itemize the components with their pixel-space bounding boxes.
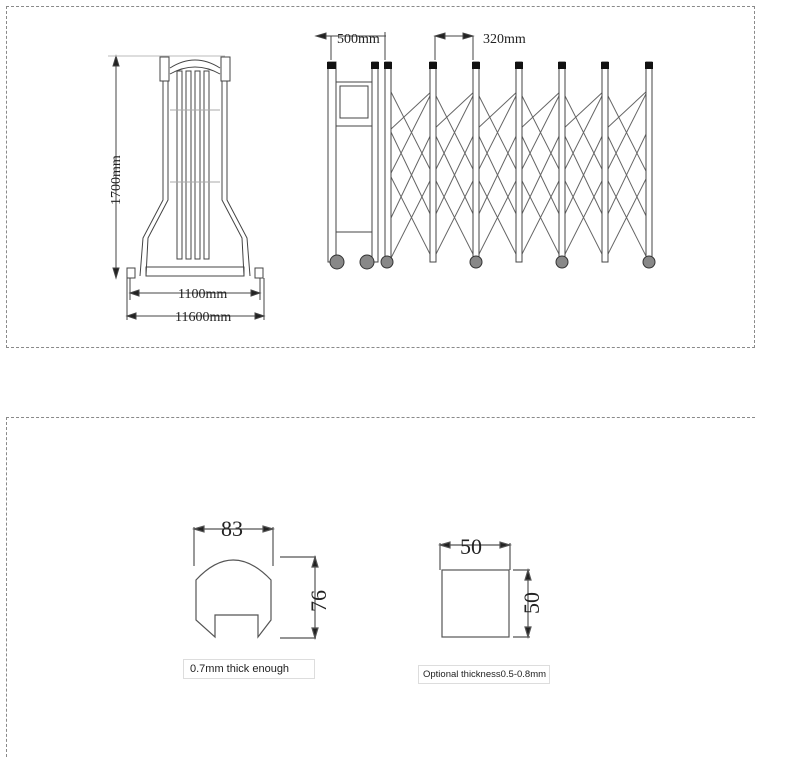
rounded-profile-width-label: 83 [221, 516, 243, 541]
pitch-dimension-label: 320mm [483, 32, 526, 47]
rounded-profile-caption: 0.7mm thick enough [183, 659, 315, 679]
outer-width-dimension-label: 11600mm [175, 310, 231, 325]
square-profile-caption: Optional thickness0.5-0.8mm [418, 665, 550, 684]
bottom-drawing-panel [6, 417, 755, 757]
head-width-dimension-label: 500mm [337, 32, 380, 47]
square-profile-width-label: 50 [460, 534, 482, 559]
rounded-profile-height-label: 76 [306, 590, 331, 612]
top-drawing-panel [6, 6, 755, 348]
inner-width-dimension-label: 1100mm [178, 287, 227, 302]
height-dimension-label: 1700mm [109, 155, 124, 205]
square-profile-height-label: 50 [519, 592, 544, 614]
